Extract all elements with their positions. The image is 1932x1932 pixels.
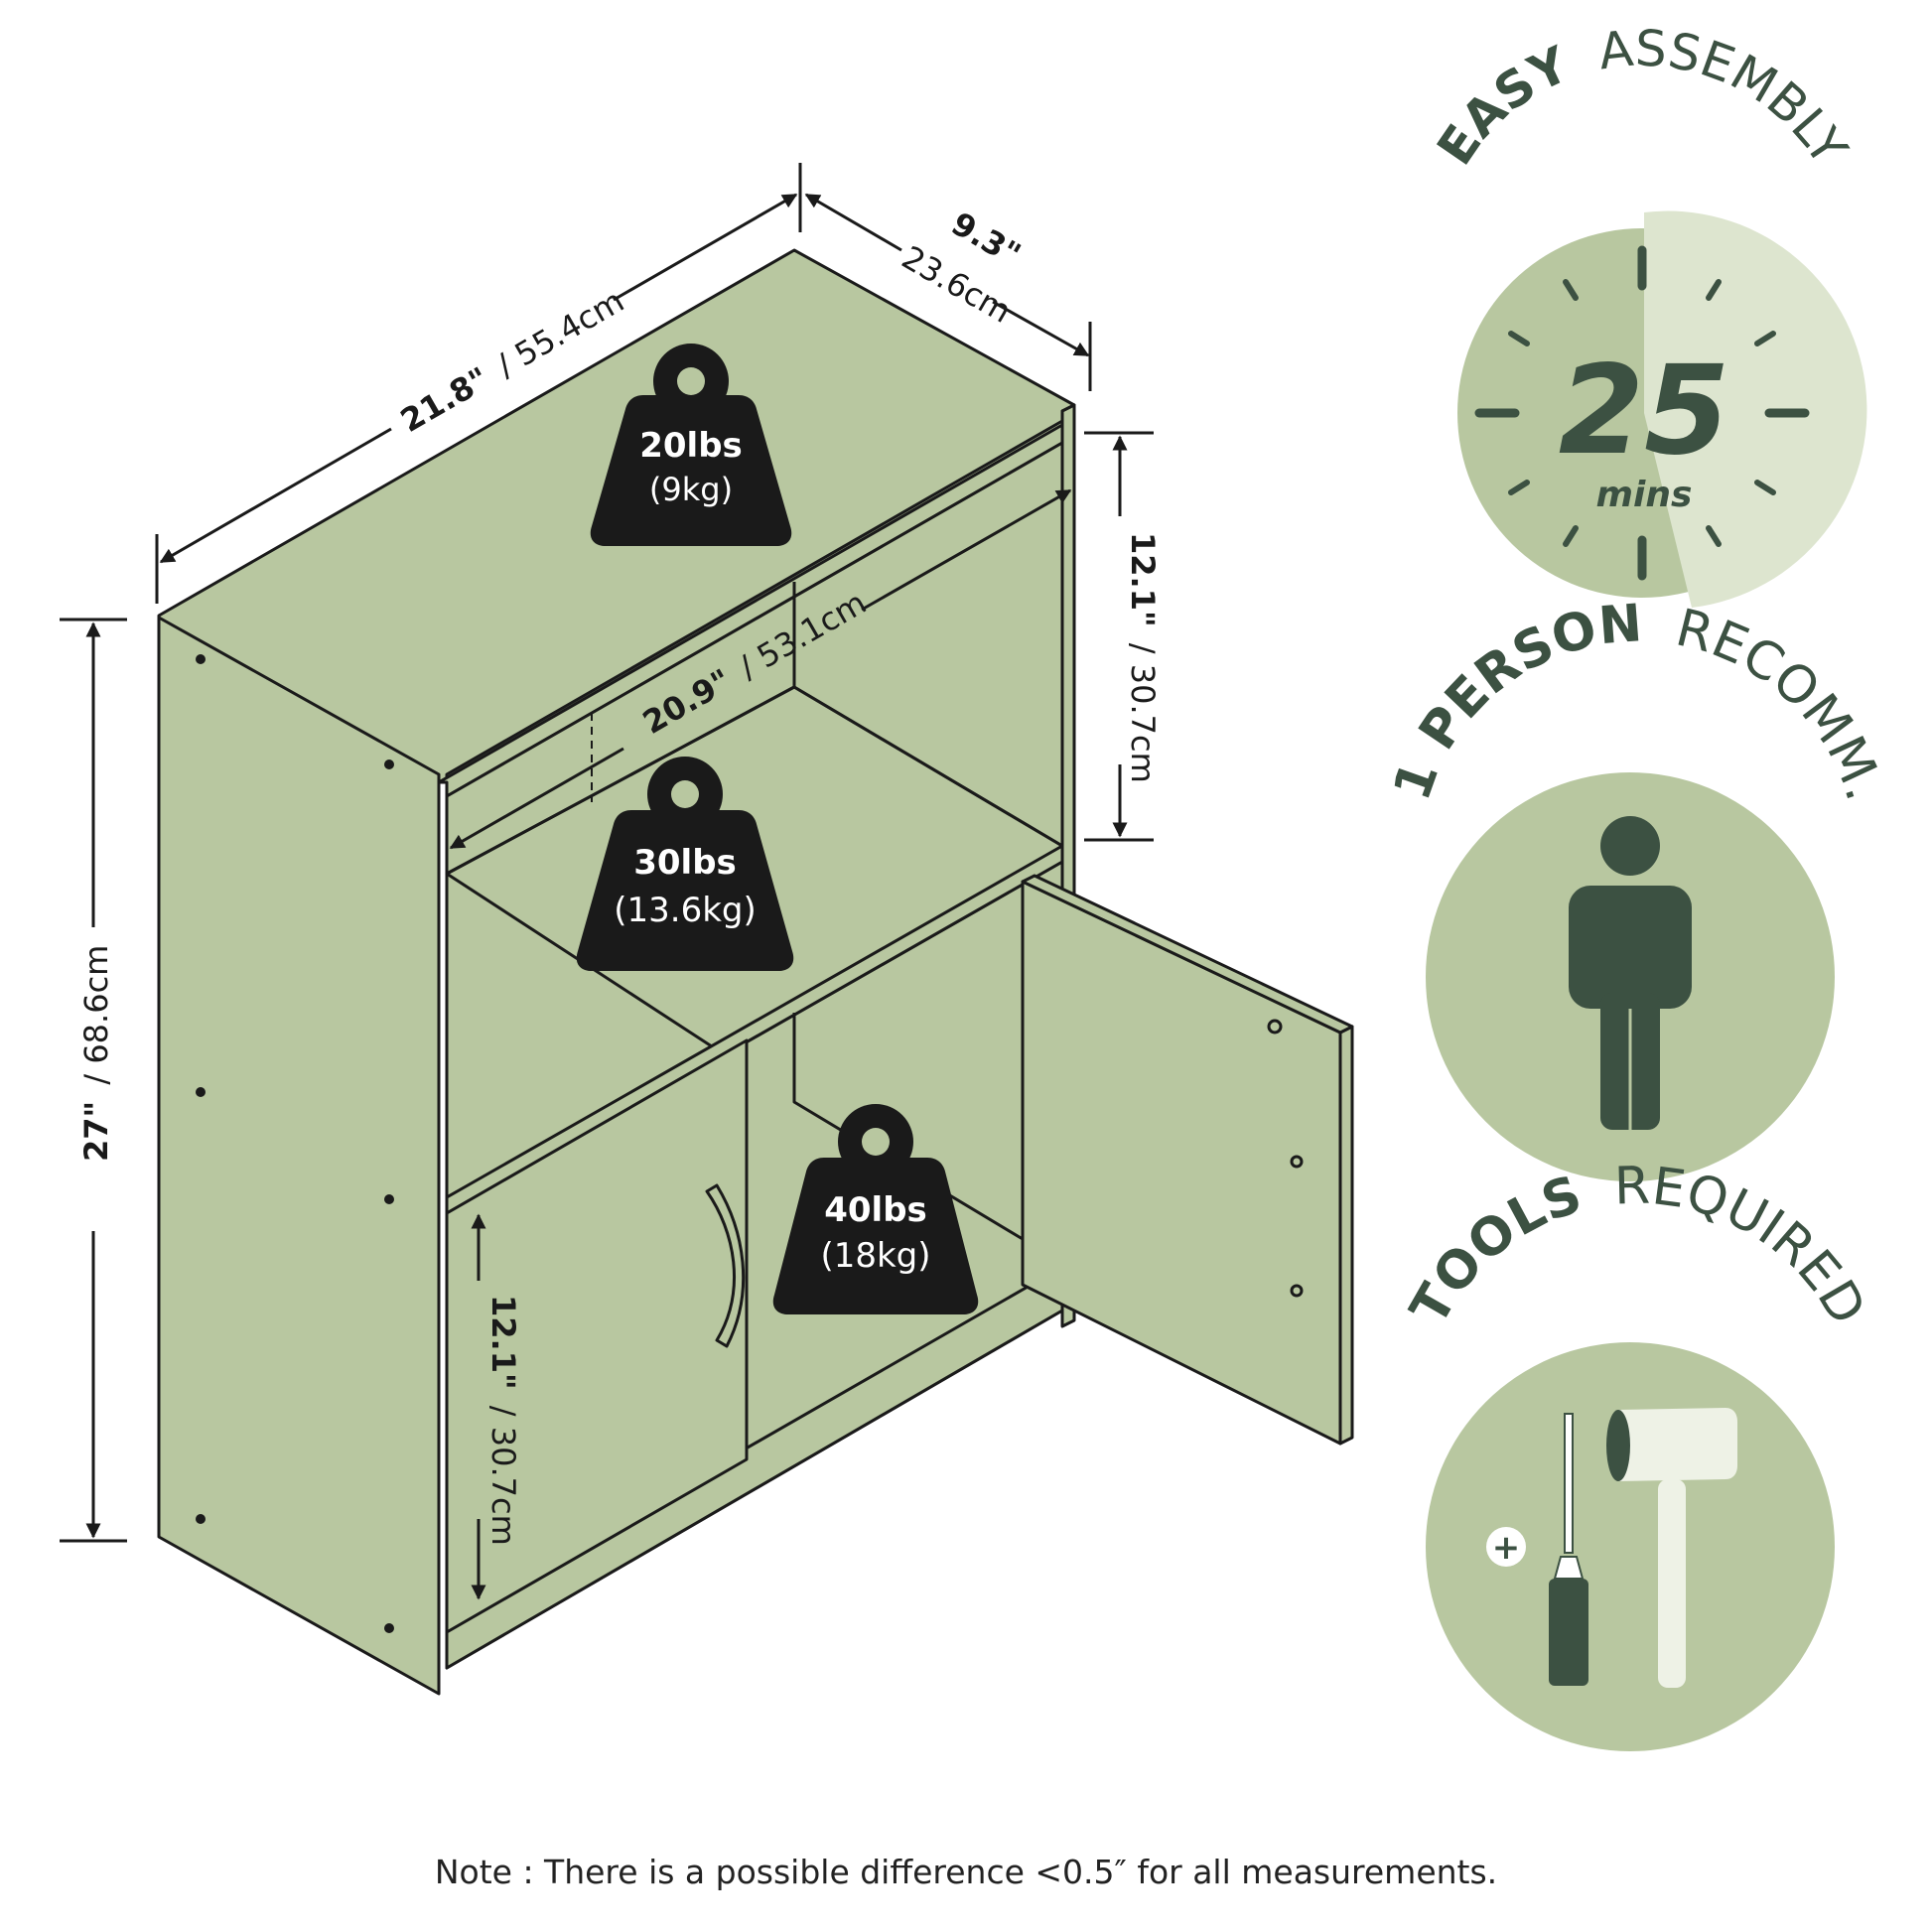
- svg-text:27" / 68.6cm: 27" / 68.6cm: [77, 945, 115, 1162]
- assembly-title-bold: EASY: [1426, 36, 1578, 176]
- lower-shelf: [445, 844, 1064, 1215]
- dimension-lines: [60, 163, 1154, 1600]
- height-inch-label: 27": [77, 1101, 115, 1162]
- weight-top-kg: (9kg): [649, 471, 733, 508]
- weight-icon-shelf: 30lbs (13.6kg): [576, 757, 794, 971]
- svg-text:12.1" / 30.7cm: 12.1" / 30.7cm: [484, 1295, 522, 1546]
- measurement-note: Note : There is a possible difference <0…: [434, 1853, 1498, 1891]
- tools-title-bold: TOOLS: [1400, 1165, 1589, 1334]
- assembly-title-rest: ASSEMBLY: [1595, 20, 1859, 176]
- weight-icon-top: 20lbs (9kg): [590, 344, 792, 546]
- weight-shelf-kg: (13.6kg): [614, 891, 757, 930]
- cabinet-drawing: [157, 248, 1354, 1696]
- weight-top-lbs: 20lbs: [639, 426, 743, 466]
- screwdriver-icon: [1549, 1413, 1588, 1686]
- cabinet-left-side: [157, 616, 441, 1696]
- clock-icon: [1474, 245, 1810, 581]
- assembly-badge: 25 mins EASY ASSEMBLY: [1426, 20, 1867, 608]
- person-badge: 1 PERSON RECOMM.: [1382, 594, 1894, 1181]
- lower-height-inch-label: 12.1": [484, 1295, 522, 1390]
- lower-height-cm-label: / 30.7cm: [484, 1406, 522, 1546]
- mallet-icon: [1606, 1408, 1737, 1688]
- weight-cabinet-kg: (18kg): [820, 1236, 930, 1276]
- person-title-rest: RECOMM.: [1670, 599, 1893, 808]
- cabinet-door-left: [445, 1038, 749, 1634]
- weight-shelf-lbs: 30lbs: [633, 843, 737, 883]
- upper-height-cm-label: / 30.7cm: [1124, 643, 1162, 783]
- assembly-unit: mins: [1596, 475, 1693, 515]
- svg-text:TOOLS REQUIRED: TOOLS REQUIRED: [1400, 1157, 1877, 1335]
- tools-badge: + TOOLS REQUIRED: [1400, 1157, 1877, 1751]
- svg-text:EASY ASSEMBLY: EASY ASSEMBLY: [1426, 20, 1858, 176]
- tools-icon: +: [1486, 1408, 1737, 1688]
- cabinet-bottom-rail: [445, 1265, 1064, 1670]
- door-handle: [705, 1183, 746, 1348]
- width-inch-label: 21.8": [394, 359, 495, 440]
- plus-icon: +: [1492, 1528, 1521, 1568]
- upper-height-inch-label: 12.1": [1124, 532, 1162, 627]
- svg-text:12.1" / 30.7cm: 12.1" / 30.7cm: [1124, 532, 1162, 783]
- screw-dots: [196, 654, 1304, 1633]
- weight-cabinet-lbs: 40lbs: [824, 1190, 927, 1230]
- assembly-minutes: 25: [1559, 340, 1730, 483]
- height-cm-label: / 68.6cm: [77, 945, 115, 1085]
- weight-icon-cabinet: 40lbs (18kg): [772, 1104, 979, 1314]
- tools-title-rest: REQUIRED: [1613, 1157, 1876, 1335]
